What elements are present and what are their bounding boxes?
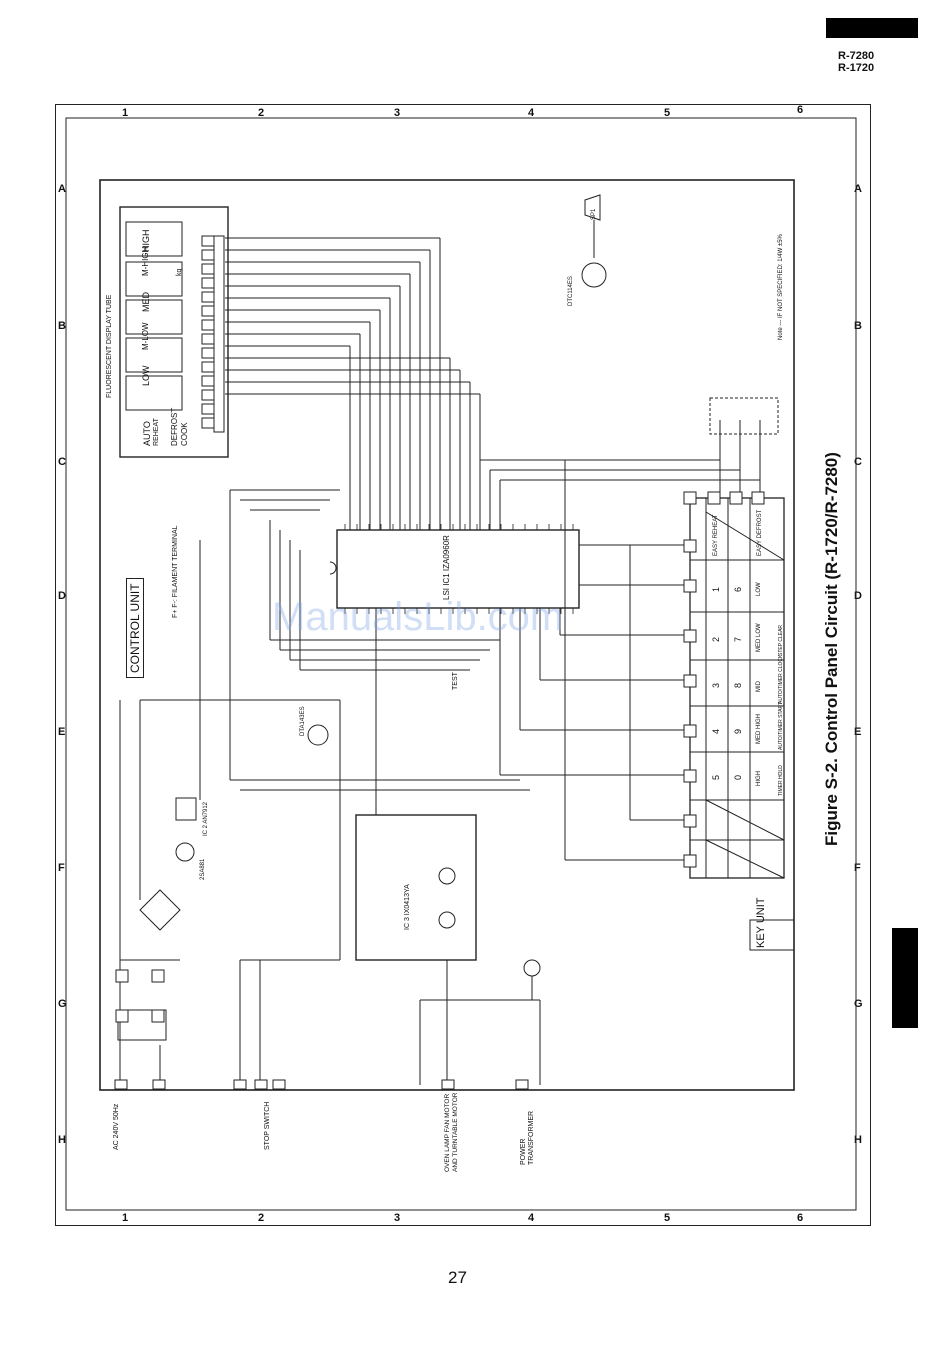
grid-col-6-top: 6 <box>797 104 804 116</box>
schematic-frame <box>55 104 871 1226</box>
display-segment-auto: AUTO <box>142 421 152 446</box>
key-easy-defrost: EASY DEFROST <box>757 509 763 556</box>
control-unit-label: CONTROL UNIT <box>126 578 144 678</box>
grid-row-b-left: B <box>58 320 66 332</box>
grid-col-6-bottom: 6 <box>797 1212 804 1224</box>
watermark: ManualsLib.com <box>272 595 564 639</box>
grid-row-f-left: F <box>58 862 65 874</box>
key-timer-hold: TIMER HOLD <box>778 765 784 796</box>
figure-title: Figure S-2. Control Panel Circuit (R-172… <box>822 452 841 846</box>
display-segment-reheat: REHEAT <box>153 418 160 446</box>
key-4: 4 <box>711 728 721 734</box>
grid-row-g-left: G <box>58 998 67 1010</box>
filament-terminal-label: F+ F-: FILAMENT TERMINAL <box>172 525 179 618</box>
grid-row-h-right: H <box>854 1134 862 1146</box>
key-auto-timer-start: AUTO/TIMER START <box>778 701 784 750</box>
ac-input-label: AC 240V 50Hz <box>113 1103 120 1150</box>
grid-row-d-right: D <box>854 590 862 602</box>
key-7: 7 <box>733 636 743 642</box>
display-segment-mlow: M-LOW <box>141 322 150 350</box>
key-step-clear: STEP CLEAR <box>778 624 784 656</box>
ic3-label: IC 3 IX0413YA <box>404 884 411 930</box>
grid-col-5-bottom: 5 <box>664 1212 671 1224</box>
display-title: FLUORESCENT DISPLAY TUBE <box>106 294 113 398</box>
key-2: 2 <box>711 636 721 642</box>
key-high: HIGH <box>756 771 762 786</box>
grid-col-4-top: 4 <box>528 107 535 119</box>
grid-col-1-bottom: 1 <box>122 1212 129 1224</box>
display-segment-kg: kg <box>176 268 183 276</box>
key-5: 5 <box>711 774 721 780</box>
key-med-low: MED LOW <box>756 623 762 652</box>
grid-col-2-bottom: 2 <box>258 1212 265 1224</box>
oven-lamp-label: OVEN LAMP FAN MOTOR AND TURNTABLE MOTOR <box>444 1092 459 1172</box>
key-low: LOW <box>756 582 762 596</box>
grid-row-h-left: H <box>58 1134 66 1146</box>
transistor-q80-label: DTC114ES <box>568 276 574 306</box>
note-label: Note --- IF NOT SPECIFIED: 1/4W ±5% <box>778 234 784 340</box>
page-number: 27 <box>448 1268 467 1287</box>
lsi-label: LSI IC1 IZA0960R <box>442 535 451 600</box>
stop-switch-label: STOP SWITCH <box>264 1101 271 1150</box>
display-segment-low: LOW <box>141 365 151 386</box>
transistor-q20-label: DTA143ES <box>300 706 306 736</box>
key-8: 8 <box>733 682 743 688</box>
grid-row-b-right: B <box>854 320 862 332</box>
grid-row-d-left: D <box>58 590 66 602</box>
model-number-1: R-7280 <box>838 50 875 62</box>
test-label: TEST <box>452 672 459 690</box>
key-med-high: MED HIGH <box>756 714 762 744</box>
grid-row-a-left: A <box>58 183 66 195</box>
key-easy-reheat: EASY REHEAT <box>713 514 719 556</box>
grid-col-3-bottom: 3 <box>394 1212 401 1224</box>
grid-row-c-left: C <box>58 456 66 468</box>
grid-row-f-right: F <box>854 862 861 874</box>
key-9: 9 <box>733 728 743 734</box>
key-unit-label: KEY UNIT <box>755 897 767 948</box>
display-segment-med: MED <box>141 292 151 312</box>
key-3: 3 <box>711 682 721 688</box>
grid-col-4-bottom: 4 <box>528 1212 535 1224</box>
grid-row-a-right: A <box>854 183 862 195</box>
grid-col-5-top: 5 <box>664 107 671 119</box>
key-auto-timer-clock: AUTO/TIMER CLOCK <box>778 654 784 704</box>
grid-col-1-top: 1 <box>122 107 129 119</box>
grid-row-e-left: E <box>58 726 66 738</box>
grid-row-e-right: E <box>854 726 862 738</box>
key-0: 0 <box>733 774 743 780</box>
grid-col-3-top: 3 <box>394 107 401 119</box>
key-6: 6 <box>733 586 743 592</box>
side-tab <box>892 928 918 1028</box>
speaker-label: SP1 <box>591 208 597 220</box>
key-mid: MID <box>756 681 762 692</box>
grid-row-g-right: G <box>854 998 863 1010</box>
transistor-q1-label: 2SA881 <box>200 858 206 880</box>
grid-row-c-right: C <box>854 456 862 468</box>
display-segment-defrost: DEFROST <box>170 407 179 446</box>
power-transformer-label: POWER TRANSFORMER <box>520 1110 535 1165</box>
grid-col-2-top: 2 <box>258 107 265 119</box>
model-number-2: R-1720 <box>838 62 875 74</box>
display-segment-cook: COOK <box>180 422 189 446</box>
key-1: 1 <box>711 586 721 592</box>
ic2-label: IC 2 AN7912 <box>203 801 209 836</box>
display-segment-high: HIGH <box>141 229 151 253</box>
header-tab <box>826 18 918 38</box>
